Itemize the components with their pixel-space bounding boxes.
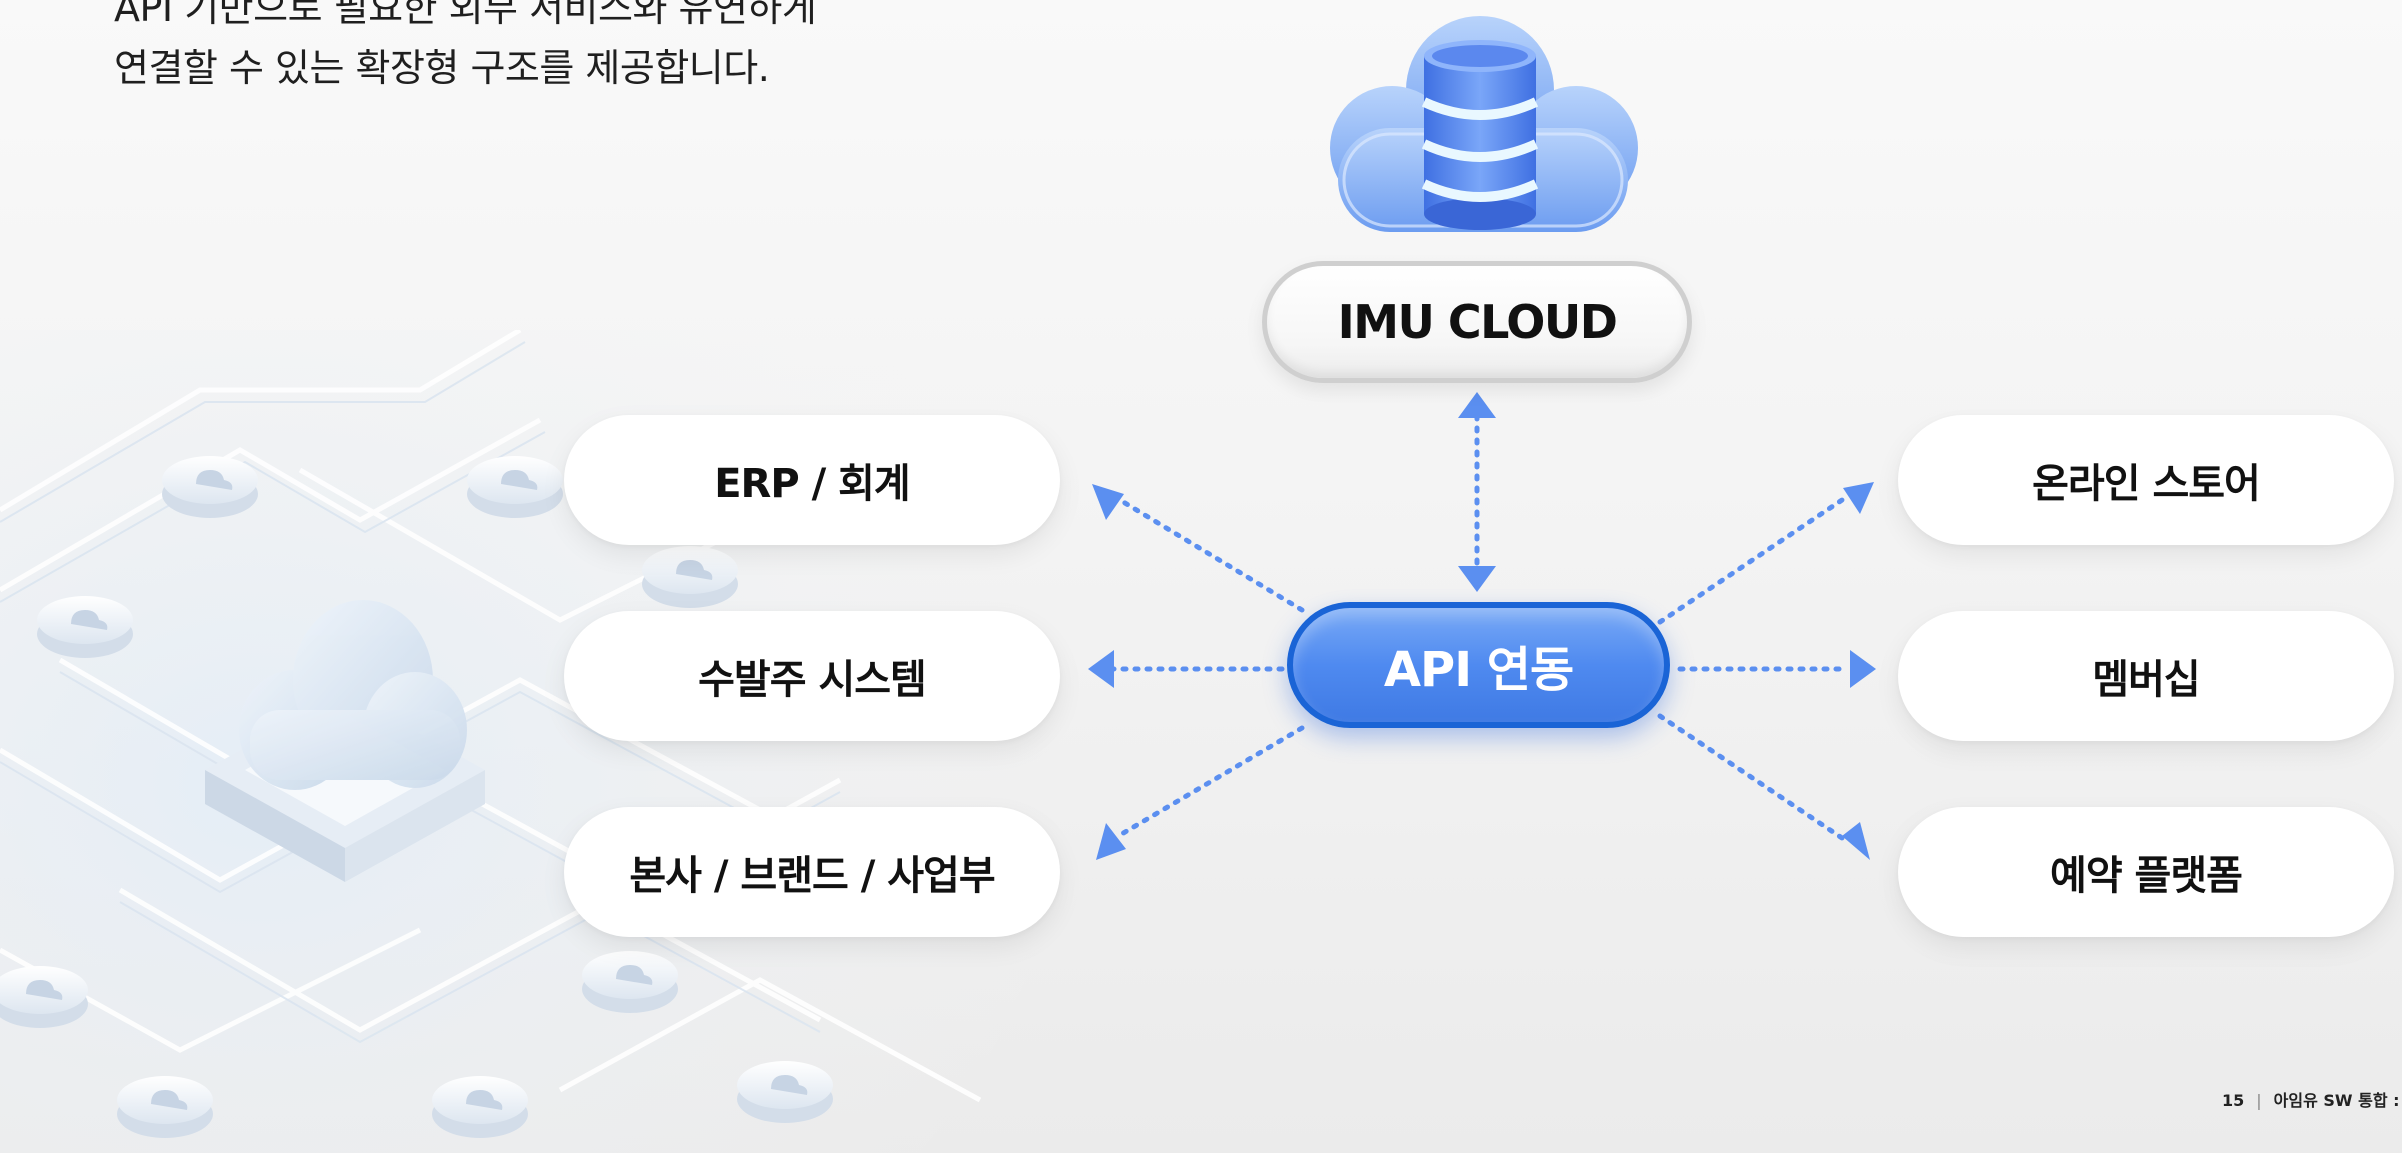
page-number: 15	[2222, 1091, 2245, 1110]
doc-title: 아임유 SW 통합 :	[2273, 1091, 2400, 1110]
page-footer: 15 | 아임유 SW 통합 :	[2222, 1087, 2400, 1111]
arrowhead-hq	[1096, 823, 1126, 860]
footer-separator: |	[2256, 1091, 2262, 1110]
node-booking-platform: 예약 플랫폼	[1898, 807, 2394, 937]
connector-hq	[1117, 725, 1305, 838]
arrowhead-order	[1088, 650, 1114, 688]
connector-store	[1657, 493, 1851, 625]
node-online-store: 온라인 스토어	[1898, 415, 2394, 545]
arrowhead-booking	[1842, 822, 1870, 860]
api-hub-node: API 연동	[1287, 602, 1670, 728]
intro-line-1: API 기반으로 필요한 외부 서비스와 유연하게	[114, 0, 817, 30]
intro-text: API 기반으로 필요한 외부 서비스와 유연하게 연결할 수 있는 확장형 구…	[114, 0, 817, 98]
arrowhead-membership	[1850, 650, 1876, 688]
cloud-database-icon	[1330, 16, 1638, 232]
node-erp: ERP / 회계	[564, 415, 1060, 545]
arrowhead-down	[1458, 566, 1496, 592]
decorative-cloud-background	[0, 330, 1040, 1153]
node-hq-brand: 본사 / 브랜드 / 사업부	[564, 807, 1060, 937]
connector-booking	[1657, 713, 1851, 845]
connector-erp	[1117, 497, 1305, 613]
node-membership: 멤버십	[1898, 611, 2394, 741]
arrowhead-store	[1843, 482, 1874, 514]
intro-line-2: 연결할 수 있는 확장형 구조를 제공합니다.	[114, 46, 770, 90]
arrowhead-up	[1458, 392, 1496, 418]
arrowhead-erp	[1092, 484, 1124, 520]
imu-cloud-node: IMU CLOUD	[1262, 261, 1692, 383]
node-order-system: 수발주 시스템	[564, 611, 1060, 741]
